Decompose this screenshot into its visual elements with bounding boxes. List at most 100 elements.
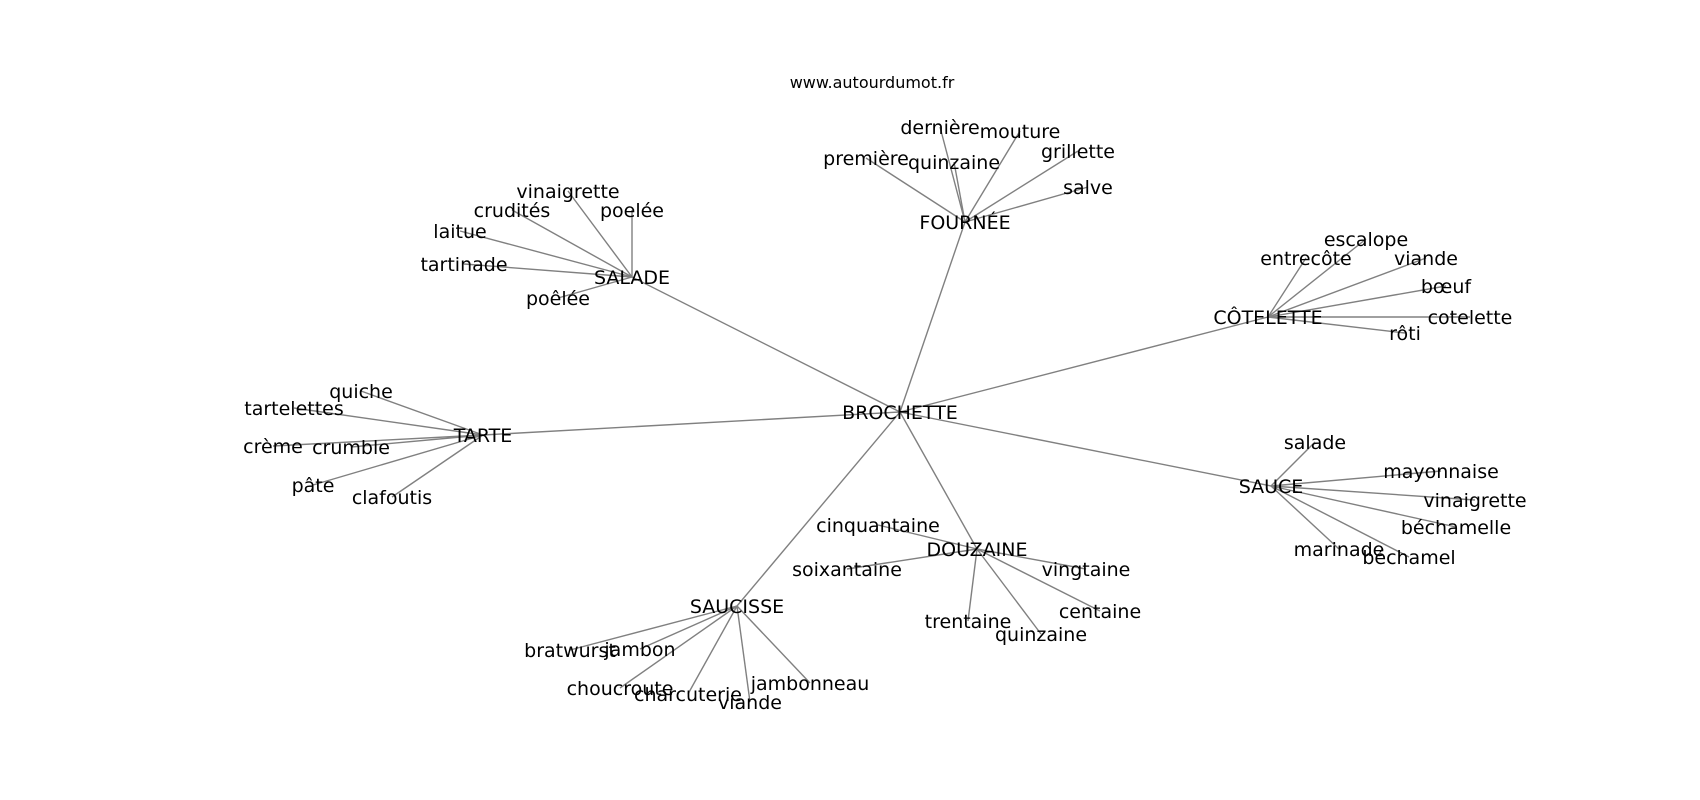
- edge-hub-to-word: [964, 150, 1079, 223]
- word-node-label: rôti: [1389, 323, 1421, 345]
- edge-root-to-hub: [736, 411, 901, 607]
- edge-hub-to-word: [976, 548, 1101, 612]
- edge-hub-to-word: [964, 130, 1021, 223]
- source-website-label: www.autourdumot.fr: [790, 73, 955, 92]
- hub-node-label: DOUZAINE: [927, 539, 1028, 561]
- word-node-label: tartelettes: [244, 398, 344, 420]
- word-node-label: bratwurst: [524, 640, 616, 662]
- word-node-label: crumble: [312, 437, 390, 459]
- edges-layer: [272, 126, 1476, 703]
- word-node-label: crudités: [474, 200, 551, 222]
- edge-root-to-hub: [899, 411, 978, 550]
- word-node-label: escalope: [1324, 229, 1408, 251]
- hub-node-label: TARTE: [453, 425, 513, 447]
- word-node-label: tartinade: [420, 254, 507, 276]
- edge-root-to-hub: [631, 276, 901, 413]
- word-node-label: entrecôte: [1260, 248, 1351, 270]
- edge-hub-to-word: [569, 605, 738, 651]
- edge-hub-to-word: [736, 605, 811, 684]
- edge-hub-to-word: [1267, 257, 1427, 318]
- edge-hub-to-word: [953, 161, 966, 223]
- hub-node-label: FOURNÉE: [919, 211, 1010, 234]
- word-node-label: vingtaine: [1042, 559, 1131, 581]
- edge-hub-to-word: [639, 605, 738, 650]
- word-node-label: soixantaine: [792, 559, 902, 581]
- edge-hub-to-word: [939, 126, 966, 223]
- word-node-label: première: [823, 148, 909, 170]
- word-node-label: jambon: [603, 639, 675, 661]
- edge-hub-to-word: [350, 434, 484, 448]
- edge-hub-to-word: [687, 605, 738, 695]
- word-node-label: quinzaine: [995, 624, 1087, 646]
- root-node-label: BROCHETTE: [842, 402, 958, 424]
- edge-hub-to-word: [846, 548, 978, 570]
- word-node-label: dernière: [900, 117, 979, 139]
- edge-hub-to-word: [967, 548, 978, 622]
- word-node-label: grillette: [1041, 141, 1115, 163]
- word-node-label: vinaigrette: [516, 181, 619, 203]
- word-node-label: charcuterie: [634, 684, 742, 706]
- edge-hub-to-word: [463, 263, 633, 278]
- edge-hub-to-word: [459, 230, 633, 278]
- hub-node-label: SALADE: [594, 267, 670, 289]
- edge-hub-to-word: [976, 548, 1042, 635]
- edge-hub-to-word: [272, 434, 484, 447]
- word-node-label: salve: [1063, 177, 1113, 199]
- word-node-label: béchamel: [1362, 547, 1455, 569]
- word-node-label: mouture: [980, 121, 1061, 143]
- edge-hub-to-word: [360, 390, 484, 436]
- word-node-label: vinaigrette: [1423, 490, 1526, 512]
- edge-hub-to-word: [964, 186, 1089, 223]
- edge-hub-to-word: [1267, 257, 1307, 318]
- word-node-label: poêlée: [526, 288, 590, 310]
- edge-hub-to-word: [1267, 285, 1447, 318]
- edge-hub-to-word: [736, 605, 751, 703]
- hub-node-label: CÔTELETTE: [1213, 305, 1322, 329]
- edge-hub-to-word: [557, 276, 633, 299]
- edge-hub-to-word: [1267, 316, 1406, 334]
- edge-hub-to-word: [391, 434, 484, 498]
- word-node-label: viande: [718, 692, 782, 714]
- word-node-label: marinade: [1294, 539, 1385, 561]
- hub-node-label: SAUCISSE: [690, 596, 784, 618]
- word-node-label: jambonneau: [750, 673, 870, 695]
- edge-hub-to-word: [1270, 485, 1340, 550]
- edge-hub-to-word: [877, 524, 978, 550]
- edge-root-to-hub: [899, 221, 966, 413]
- edge-hub-to-word: [1270, 485, 1410, 558]
- edge-root-to-hub: [482, 411, 901, 436]
- edge-hub-to-word: [1267, 238, 1367, 318]
- edge-hub-to-word: [976, 548, 1087, 570]
- edge-hub-to-word: [1270, 470, 1442, 487]
- edge-hub-to-word: [1270, 485, 1476, 501]
- edge-root-to-hub: [899, 316, 1269, 413]
- word-node-label: bœuf: [1421, 276, 1473, 298]
- edge-hub-to-word: [511, 209, 633, 278]
- edge-hub-to-word: [293, 407, 484, 436]
- word-node-label: cotelette: [1428, 307, 1513, 329]
- edge-hub-to-word: [1270, 485, 1457, 528]
- word-node-label: crème: [243, 436, 303, 458]
- word-node-label: choucroute: [567, 678, 674, 700]
- hub-node-label: SAUCE: [1239, 476, 1304, 498]
- word-node-label: clafoutis: [352, 487, 432, 509]
- edge-hub-to-word: [865, 157, 966, 223]
- word-node-label: cinquantaine: [816, 515, 940, 537]
- word-node-label: béchamelle: [1401, 517, 1511, 539]
- edge-hub-to-word: [567, 190, 633, 278]
- edge-hub-to-word: [312, 434, 484, 486]
- edge-root-to-hub: [899, 411, 1272, 487]
- word-node-label: centaine: [1059, 601, 1141, 623]
- edge-hub-to-word: [1270, 441, 1316, 487]
- word-node-label: poelée: [600, 200, 664, 222]
- word-node-label: pâte: [292, 475, 335, 497]
- word-node-label: quinzaine: [908, 152, 1000, 174]
- word-node-label: trentaine: [925, 611, 1012, 633]
- word-node-label: viande: [1394, 248, 1458, 270]
- word-node-label: mayonnaise: [1383, 461, 1499, 483]
- word-node-label: salade: [1284, 432, 1346, 454]
- edge-hub-to-word: [619, 605, 738, 689]
- word-node-label: quiche: [329, 381, 393, 403]
